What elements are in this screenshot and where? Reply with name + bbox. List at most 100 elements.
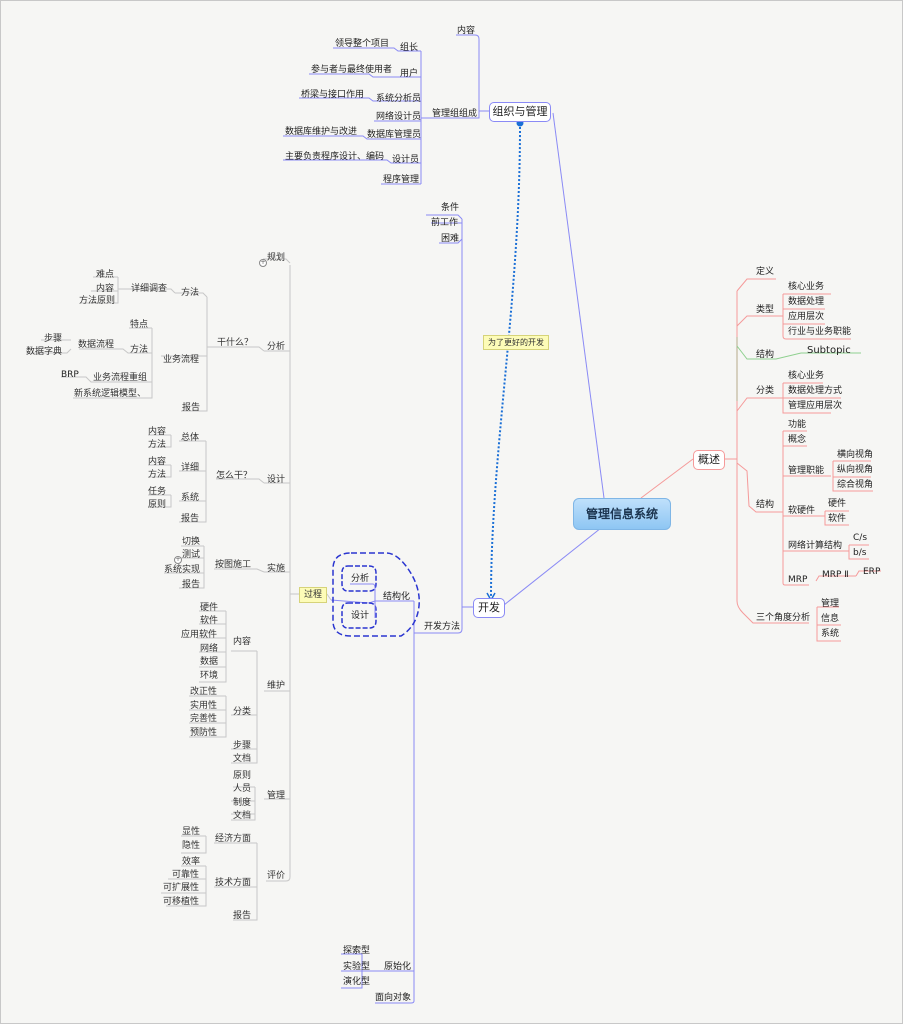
topic-mrp[interactable]: MRP xyxy=(788,575,808,585)
topic-concept[interactable]: 概念 xyxy=(788,435,807,445)
topic-maint-item[interactable]: 网络 xyxy=(200,644,219,654)
topic-maintenance[interactable]: 维护 xyxy=(267,681,286,691)
topic-function[interactable]: 功能 xyxy=(788,420,807,430)
topic-net-structure[interactable]: 网络计算结构 xyxy=(788,541,843,551)
topic-role-desc[interactable]: 领导整个项目 xyxy=(335,39,390,49)
topic-definition[interactable]: 定义 xyxy=(756,267,775,277)
topic-type-item[interactable]: 数据处理 xyxy=(788,297,825,307)
topic-prototype[interactable]: 原始化 xyxy=(384,962,412,972)
topic-maint-item[interactable]: 应用软件 xyxy=(181,630,218,640)
topic-role[interactable]: 设计员 xyxy=(392,155,420,165)
topic-dev-methods[interactable]: 开发方法 xyxy=(424,622,461,632)
topic-types[interactable]: 类型 xyxy=(756,305,775,315)
topic-angle[interactable]: 信息 xyxy=(821,614,840,624)
topic-new-model[interactable]: 新系统逻辑模型、 xyxy=(74,389,147,399)
topic-survey[interactable]: 详细调查 xyxy=(131,284,168,294)
topic-maint-types[interactable]: 分类 xyxy=(233,707,252,717)
topic-maint-type[interactable]: 预防性 xyxy=(190,728,218,738)
topic-role[interactable]: 组长 xyxy=(400,43,419,53)
topic-role[interactable]: 程序管理 xyxy=(383,175,420,185)
topic-data-dictionary[interactable]: 数据字典 xyxy=(26,347,63,357)
topic-prework[interactable]: 前工作 xyxy=(431,218,459,228)
topic-what[interactable]: 干什么？ xyxy=(217,338,254,348)
topic-maint-item[interactable]: 环境 xyxy=(200,671,219,681)
topic-bs[interactable]: b/s xyxy=(853,548,867,558)
topic-angle[interactable]: 管理 xyxy=(821,599,840,609)
topic-maint-item[interactable]: 硬件 xyxy=(200,603,219,613)
topic-item[interactable]: 方法 xyxy=(148,470,167,480)
topic-technical[interactable]: 技术方面 xyxy=(215,878,252,888)
topic-prototype-type[interactable]: 探索型 xyxy=(343,946,371,956)
topic-role-desc[interactable]: 数据库维护与改进 xyxy=(285,127,358,137)
topic-dataflow[interactable]: 数据流程 xyxy=(78,340,115,350)
topic-report[interactable]: 报告 xyxy=(182,403,201,413)
topic-impl-item[interactable]: 报告 xyxy=(182,580,201,590)
topic-structure[interactable]: 结构 xyxy=(756,350,775,360)
topic-mgmt-item[interactable]: 制度 xyxy=(233,798,252,808)
topic-maint-steps[interactable]: 步骤 xyxy=(233,741,252,751)
structured-boundary[interactable] xyxy=(332,552,420,637)
topic-overview[interactable]: 概述 xyxy=(693,450,725,470)
topic-impl-item[interactable]: 切换 xyxy=(182,537,201,547)
topic-role[interactable]: 数据库管理员 xyxy=(367,130,422,140)
topic-three-angles[interactable]: 三个角度分析 xyxy=(756,613,811,623)
topic-eval-report[interactable]: 报告 xyxy=(233,911,252,921)
topic-hw[interactable]: 硬件 xyxy=(828,499,847,509)
topic-view[interactable]: 纵向视角 xyxy=(837,465,874,475)
expand-plus-icon[interactable]: + xyxy=(174,556,182,564)
topic-economic[interactable]: 经济方面 xyxy=(215,834,252,844)
topic-org-management[interactable]: 组织与管理 xyxy=(489,102,551,122)
boundary-design[interactable]: 设计 xyxy=(351,611,370,621)
topic-survey-item[interactable]: 难点 xyxy=(96,270,115,280)
topic-how[interactable]: 怎么干？ xyxy=(216,471,253,481)
topic-role[interactable]: 系统分析员 xyxy=(376,94,422,104)
topic-role[interactable]: 网络设计员 xyxy=(376,112,422,122)
topic-class-item[interactable]: 数据处理方式 xyxy=(788,386,843,396)
topic-role-desc[interactable]: 参与者与最终使用者 xyxy=(311,65,393,75)
topic-build[interactable]: 按图施工 xyxy=(215,560,252,570)
topic-view[interactable]: 综合视角 xyxy=(837,480,874,490)
topic-item[interactable]: 原则 xyxy=(148,500,167,510)
expand-plus-icon[interactable]: + xyxy=(259,259,267,267)
topic-detail[interactable]: 详细 xyxy=(181,463,200,473)
topic-econ-item[interactable]: 显性 xyxy=(182,827,201,837)
topic-survey-item[interactable]: 方法原则 xyxy=(79,296,116,306)
topic-type-item[interactable]: 核心业务 xyxy=(788,282,825,292)
topic-tech-item[interactable]: 可移植性 xyxy=(163,897,200,907)
topic-type-item[interactable]: 行业与业务职能 xyxy=(788,327,852,337)
topic-mgmt-item[interactable]: 文档 xyxy=(233,811,252,821)
topic-impl-item[interactable]: 系统实现 xyxy=(164,565,201,575)
topic-maint-type[interactable]: 完善性 xyxy=(190,714,218,724)
topic-angle[interactable]: 系统 xyxy=(821,629,840,639)
relationship-label[interactable]: 为了更好的开发 xyxy=(483,335,549,350)
topic-role-desc[interactable]: 主要负责程序设计、编码 xyxy=(285,152,385,162)
topic-item[interactable]: 内容 xyxy=(148,427,167,437)
topic-content[interactable]: 内容 xyxy=(457,26,476,36)
topic-view[interactable]: 横向视角 xyxy=(837,450,874,460)
topic-cs[interactable]: C/s xyxy=(853,533,868,543)
central-topic[interactable]: 管理信息系统 xyxy=(573,498,671,530)
topic-hw-sw[interactable]: 软硬件 xyxy=(788,506,816,516)
topic-prototype-type[interactable]: 实验型 xyxy=(343,962,371,972)
topic-mgmt-item[interactable]: 原则 xyxy=(233,771,252,781)
topic-structured[interactable]: 结构化 xyxy=(383,592,411,602)
topic-role-desc[interactable]: 桥梁与接口作用 xyxy=(301,90,365,100)
topic-dev[interactable]: 开发 xyxy=(473,598,505,618)
topic-evaluation[interactable]: 评价 xyxy=(267,871,286,881)
topic-report[interactable]: 报告 xyxy=(181,514,200,524)
topic-maint-type[interactable]: 改正性 xyxy=(190,687,218,697)
topic-process[interactable]: 过程 xyxy=(299,587,328,603)
topic-business-process[interactable]: 业务流程 xyxy=(163,355,200,365)
topic-steps[interactable]: 步骤 xyxy=(44,334,63,344)
topic-bp-reorg[interactable]: 业务流程重组 xyxy=(93,373,148,383)
topic-method[interactable]: 方法 xyxy=(181,288,200,298)
topic-maint-type[interactable]: 实用性 xyxy=(190,701,218,711)
topic-plan[interactable]: 规划 xyxy=(267,253,286,263)
topic-class-item[interactable]: 管理应用层次 xyxy=(788,401,843,411)
topic-mgmt-group[interactable]: 管理组组成 xyxy=(432,109,478,119)
topic-system[interactable]: 系统 xyxy=(181,493,200,503)
topic-mgmt-function[interactable]: 管理职能 xyxy=(788,466,825,476)
topic-role[interactable]: 用户 xyxy=(400,69,419,79)
topic-management[interactable]: 管理 xyxy=(267,791,286,801)
topic-analysis[interactable]: 分析 xyxy=(267,342,286,352)
